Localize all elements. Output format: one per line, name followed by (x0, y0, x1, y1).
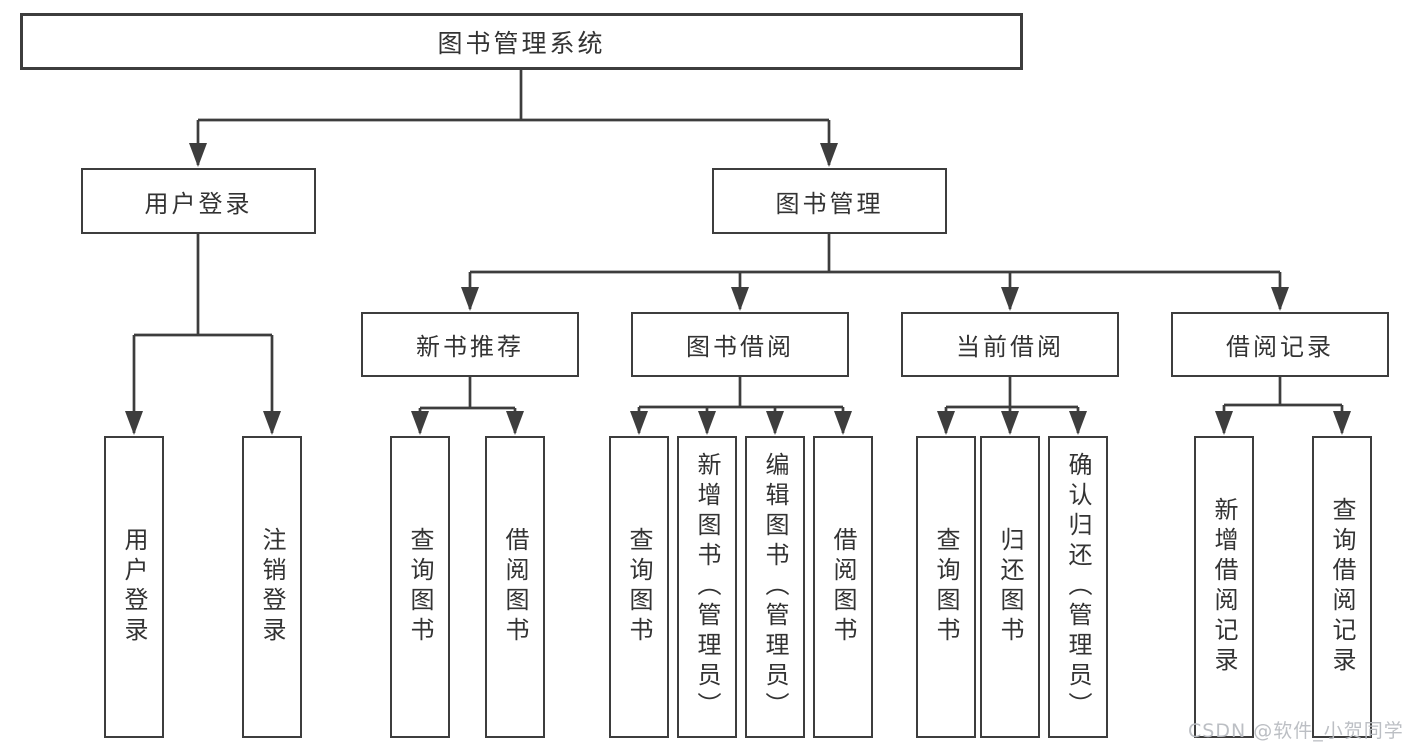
leaf-add-book-admin-label: 新增图书（管理员） (693, 452, 721, 722)
node-book-management-label: 图书管理 (775, 189, 884, 218)
leaf-user-login-label: 用户登录 (120, 527, 148, 647)
leaf-borrow-books-recommend: 借阅图书 (485, 436, 545, 738)
leaf-add-book-admin: 新增图书（管理员） (677, 436, 737, 738)
leaf-edit-book-admin-label: 编辑图书（管理员） (761, 452, 789, 722)
wire-group (125, 70, 1351, 435)
leaf-query-borrow-record-label: 查询借阅记录 (1328, 497, 1356, 677)
leaf-query-books-current: 查询图书 (916, 436, 976, 738)
leaf-add-borrow-record-label: 新增借阅记录 (1210, 497, 1238, 677)
leaf-query-books-current-label: 查询图书 (932, 527, 960, 647)
leaf-return-book: 归还图书 (980, 436, 1040, 738)
leaf-return-book-label: 归还图书 (996, 527, 1024, 647)
leaf-user-login: 用户登录 (104, 436, 164, 738)
watermark: CSDN @软件_小贺同学 (1188, 720, 1404, 742)
node-borrowing-records-label: 借阅记录 (1226, 333, 1334, 361)
node-book-management: 图书管理 (712, 168, 947, 234)
node-borrowing-records: 借阅记录 (1171, 312, 1389, 377)
leaf-confirm-return-admin: 确认归还（管理员） (1048, 436, 1108, 738)
leaf-add-borrow-record: 新增借阅记录 (1194, 436, 1254, 738)
leaf-borrow-books-recommend-label: 借阅图书 (501, 527, 529, 647)
node-new-book-recommend: 新书推荐 (361, 312, 579, 377)
leaf-query-books-recommend: 查询图书 (390, 436, 450, 738)
node-current-borrowing: 当前借阅 (901, 312, 1119, 377)
leaf-logout-label: 注销登录 (258, 527, 286, 647)
leaf-query-books-borrowing-label: 查询图书 (625, 527, 653, 647)
node-current-borrowing-label: 当前借阅 (956, 333, 1064, 361)
leaf-query-books-recommend-label: 查询图书 (406, 527, 434, 647)
leaf-borrow-books-label: 借阅图书 (829, 527, 857, 647)
node-new-book-recommend-label: 新书推荐 (416, 333, 524, 361)
leaf-logout: 注销登录 (242, 436, 302, 738)
leaf-edit-book-admin: 编辑图书（管理员） (745, 436, 805, 738)
leaf-borrow-books: 借阅图书 (813, 436, 873, 738)
node-library-system-label: 图书管理系统 (437, 28, 606, 58)
node-user-login: 用户登录 (81, 168, 316, 234)
leaf-confirm-return-admin-label: 确认归还（管理员） (1064, 452, 1092, 722)
node-book-borrowing: 图书借阅 (631, 312, 849, 377)
node-book-borrowing-label: 图书借阅 (686, 333, 794, 361)
leaf-query-borrow-record: 查询借阅记录 (1312, 436, 1372, 738)
leaf-query-books-borrowing: 查询图书 (609, 436, 669, 738)
node-library-system: 图书管理系统 (20, 13, 1023, 70)
node-user-login-label: 用户登录 (144, 189, 253, 218)
